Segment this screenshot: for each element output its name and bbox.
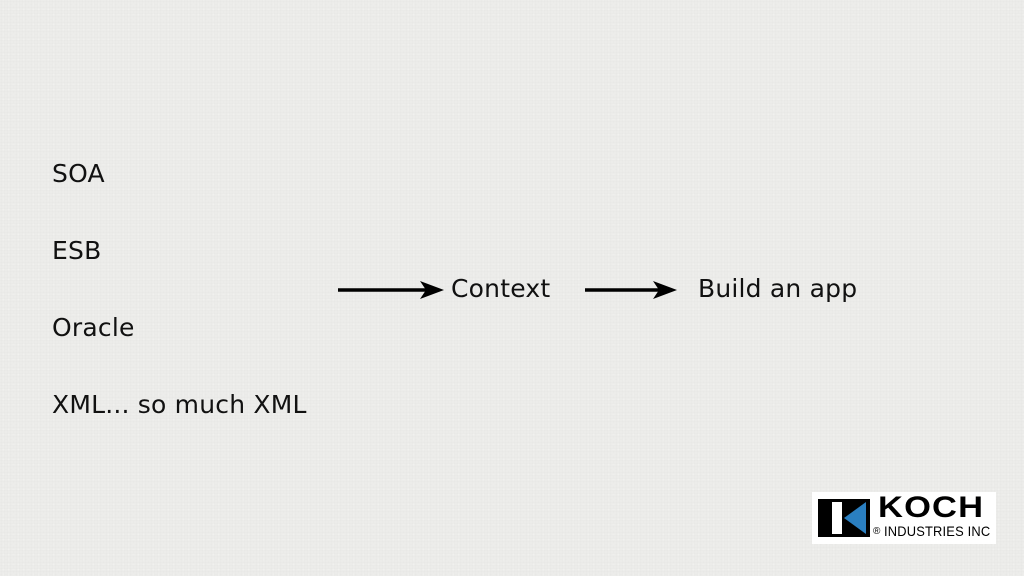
topic-list: SOA ESB Oracle XML... so much XML bbox=[52, 156, 307, 464]
list-item-oracle: Oracle bbox=[52, 313, 135, 342]
list-item-esb: ESB bbox=[52, 236, 102, 265]
logo-wordmark: KOCH bbox=[878, 491, 985, 524]
arrow-right-icon bbox=[338, 281, 444, 299]
logo-subtitle: INDUSTRIES INC bbox=[884, 523, 991, 539]
build-app-label: Build an app bbox=[698, 274, 858, 303]
context-label: Context bbox=[451, 274, 551, 303]
list-item-soa: SOA bbox=[52, 159, 105, 188]
list-item-xml: XML... so much XML bbox=[52, 390, 307, 419]
koch-industries-logo: KOCH ® INDUSTRIES INC bbox=[812, 492, 996, 544]
arrow-right-icon bbox=[585, 281, 677, 299]
registered-mark: ® bbox=[873, 526, 881, 537]
koch-k-mark-icon bbox=[818, 499, 870, 537]
